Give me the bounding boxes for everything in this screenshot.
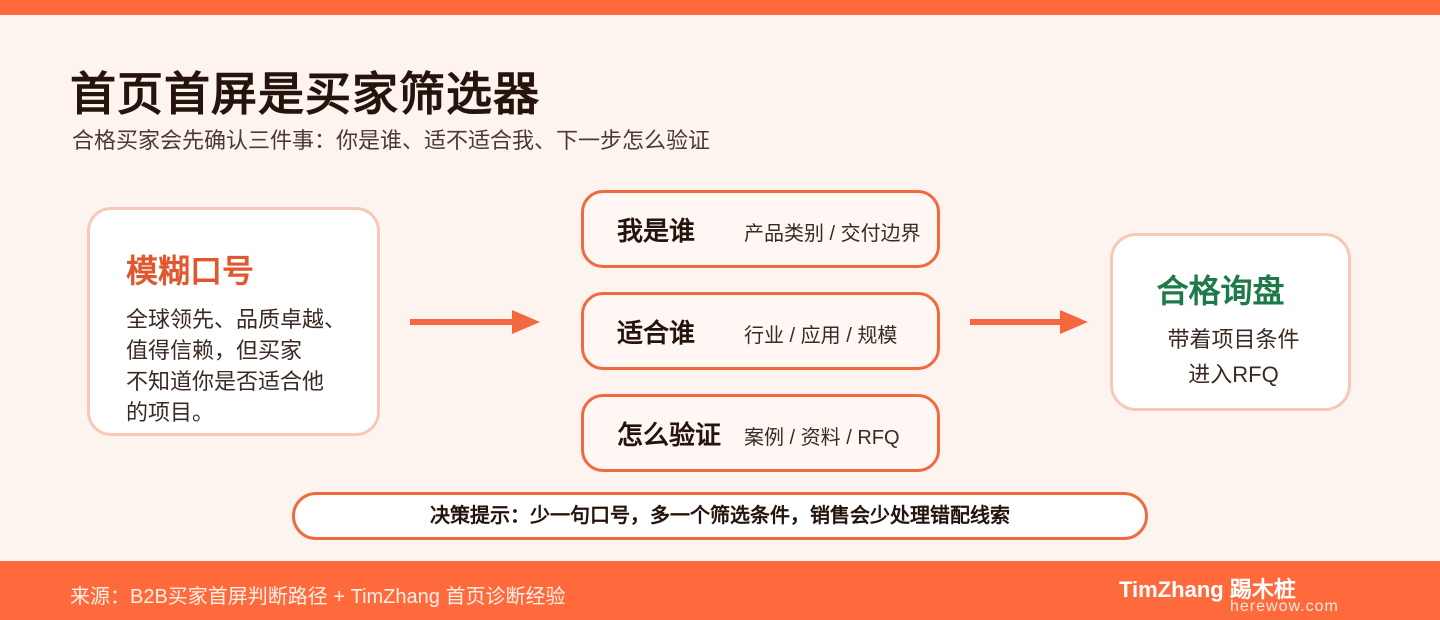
footer-site: herewow.com: [1230, 598, 1339, 615]
vague-slogan-line: 不知道你是否适合他: [126, 369, 325, 394]
pill-label: 适合谁: [617, 318, 696, 348]
decision-tip: 决策提示：少一句口号，多一个筛选条件，销售会少处理错配线索: [292, 492, 1148, 540]
pill-how-to-verify: 怎么验证 案例 / 资料 / RFQ: [581, 394, 940, 472]
pill-who-we-are: 我是谁 产品类别 / 交付边界: [581, 190, 940, 268]
pill-detail: 产品类别 / 交付边界: [744, 223, 921, 245]
qualified-inquiry-text: 带着项目条件 进入RFQ: [1113, 322, 1354, 392]
page-title: 首页首屏是买家筛选器: [70, 68, 540, 120]
pill-label: 怎么验证: [617, 420, 722, 450]
qualified-inquiry-line: 带着项目条件: [1167, 327, 1300, 352]
footer-bar: 来源：B2B买家首屏判断路径 + TimZhang 首页诊断经验 TimZhan…: [0, 561, 1440, 620]
pill-detail: 案例 / 资料 / RFQ: [744, 427, 900, 449]
vague-slogan-heading: 模糊口号: [126, 253, 255, 289]
qualified-inquiry-card: 合格询盘 带着项目条件 进入RFQ: [1110, 233, 1351, 411]
footer-source: 来源：B2B买家首屏判断路径 + TimZhang 首页诊断经验: [70, 586, 566, 608]
qualified-inquiry-line: 进入RFQ: [1188, 362, 1279, 387]
top-accent-bar: [0, 0, 1440, 15]
vague-slogan-card: 模糊口号 全球领先、品质卓越、 值得信赖，但买家 不知道你是否适合他 的项目。: [87, 207, 380, 436]
arrow-right-icon: [410, 310, 540, 334]
vague-slogan-line: 的项目。: [126, 400, 215, 425]
pill-label: 我是谁: [617, 216, 696, 246]
pill-detail: 行业 / 应用 / 规模: [744, 325, 898, 347]
arrow-right-icon: [970, 310, 1088, 334]
footer-brand: TimZhang 踢木桩: [1119, 577, 1296, 602]
vague-slogan-line: 全球领先、品质卓越、: [126, 307, 347, 332]
vague-slogan-line: 值得信赖，但买家: [126, 338, 303, 363]
vague-slogan-text: 全球领先、品质卓越、 值得信赖，但买家 不知道你是否适合他 的项目。: [126, 304, 371, 428]
page-subtitle: 合格买家会先确认三件事：你是谁、适不适合我、下一步怎么验证: [72, 128, 711, 153]
qualified-inquiry-heading: 合格询盘: [1156, 273, 1285, 309]
pill-who-it-fits: 适合谁 行业 / 应用 / 规模: [581, 292, 940, 370]
